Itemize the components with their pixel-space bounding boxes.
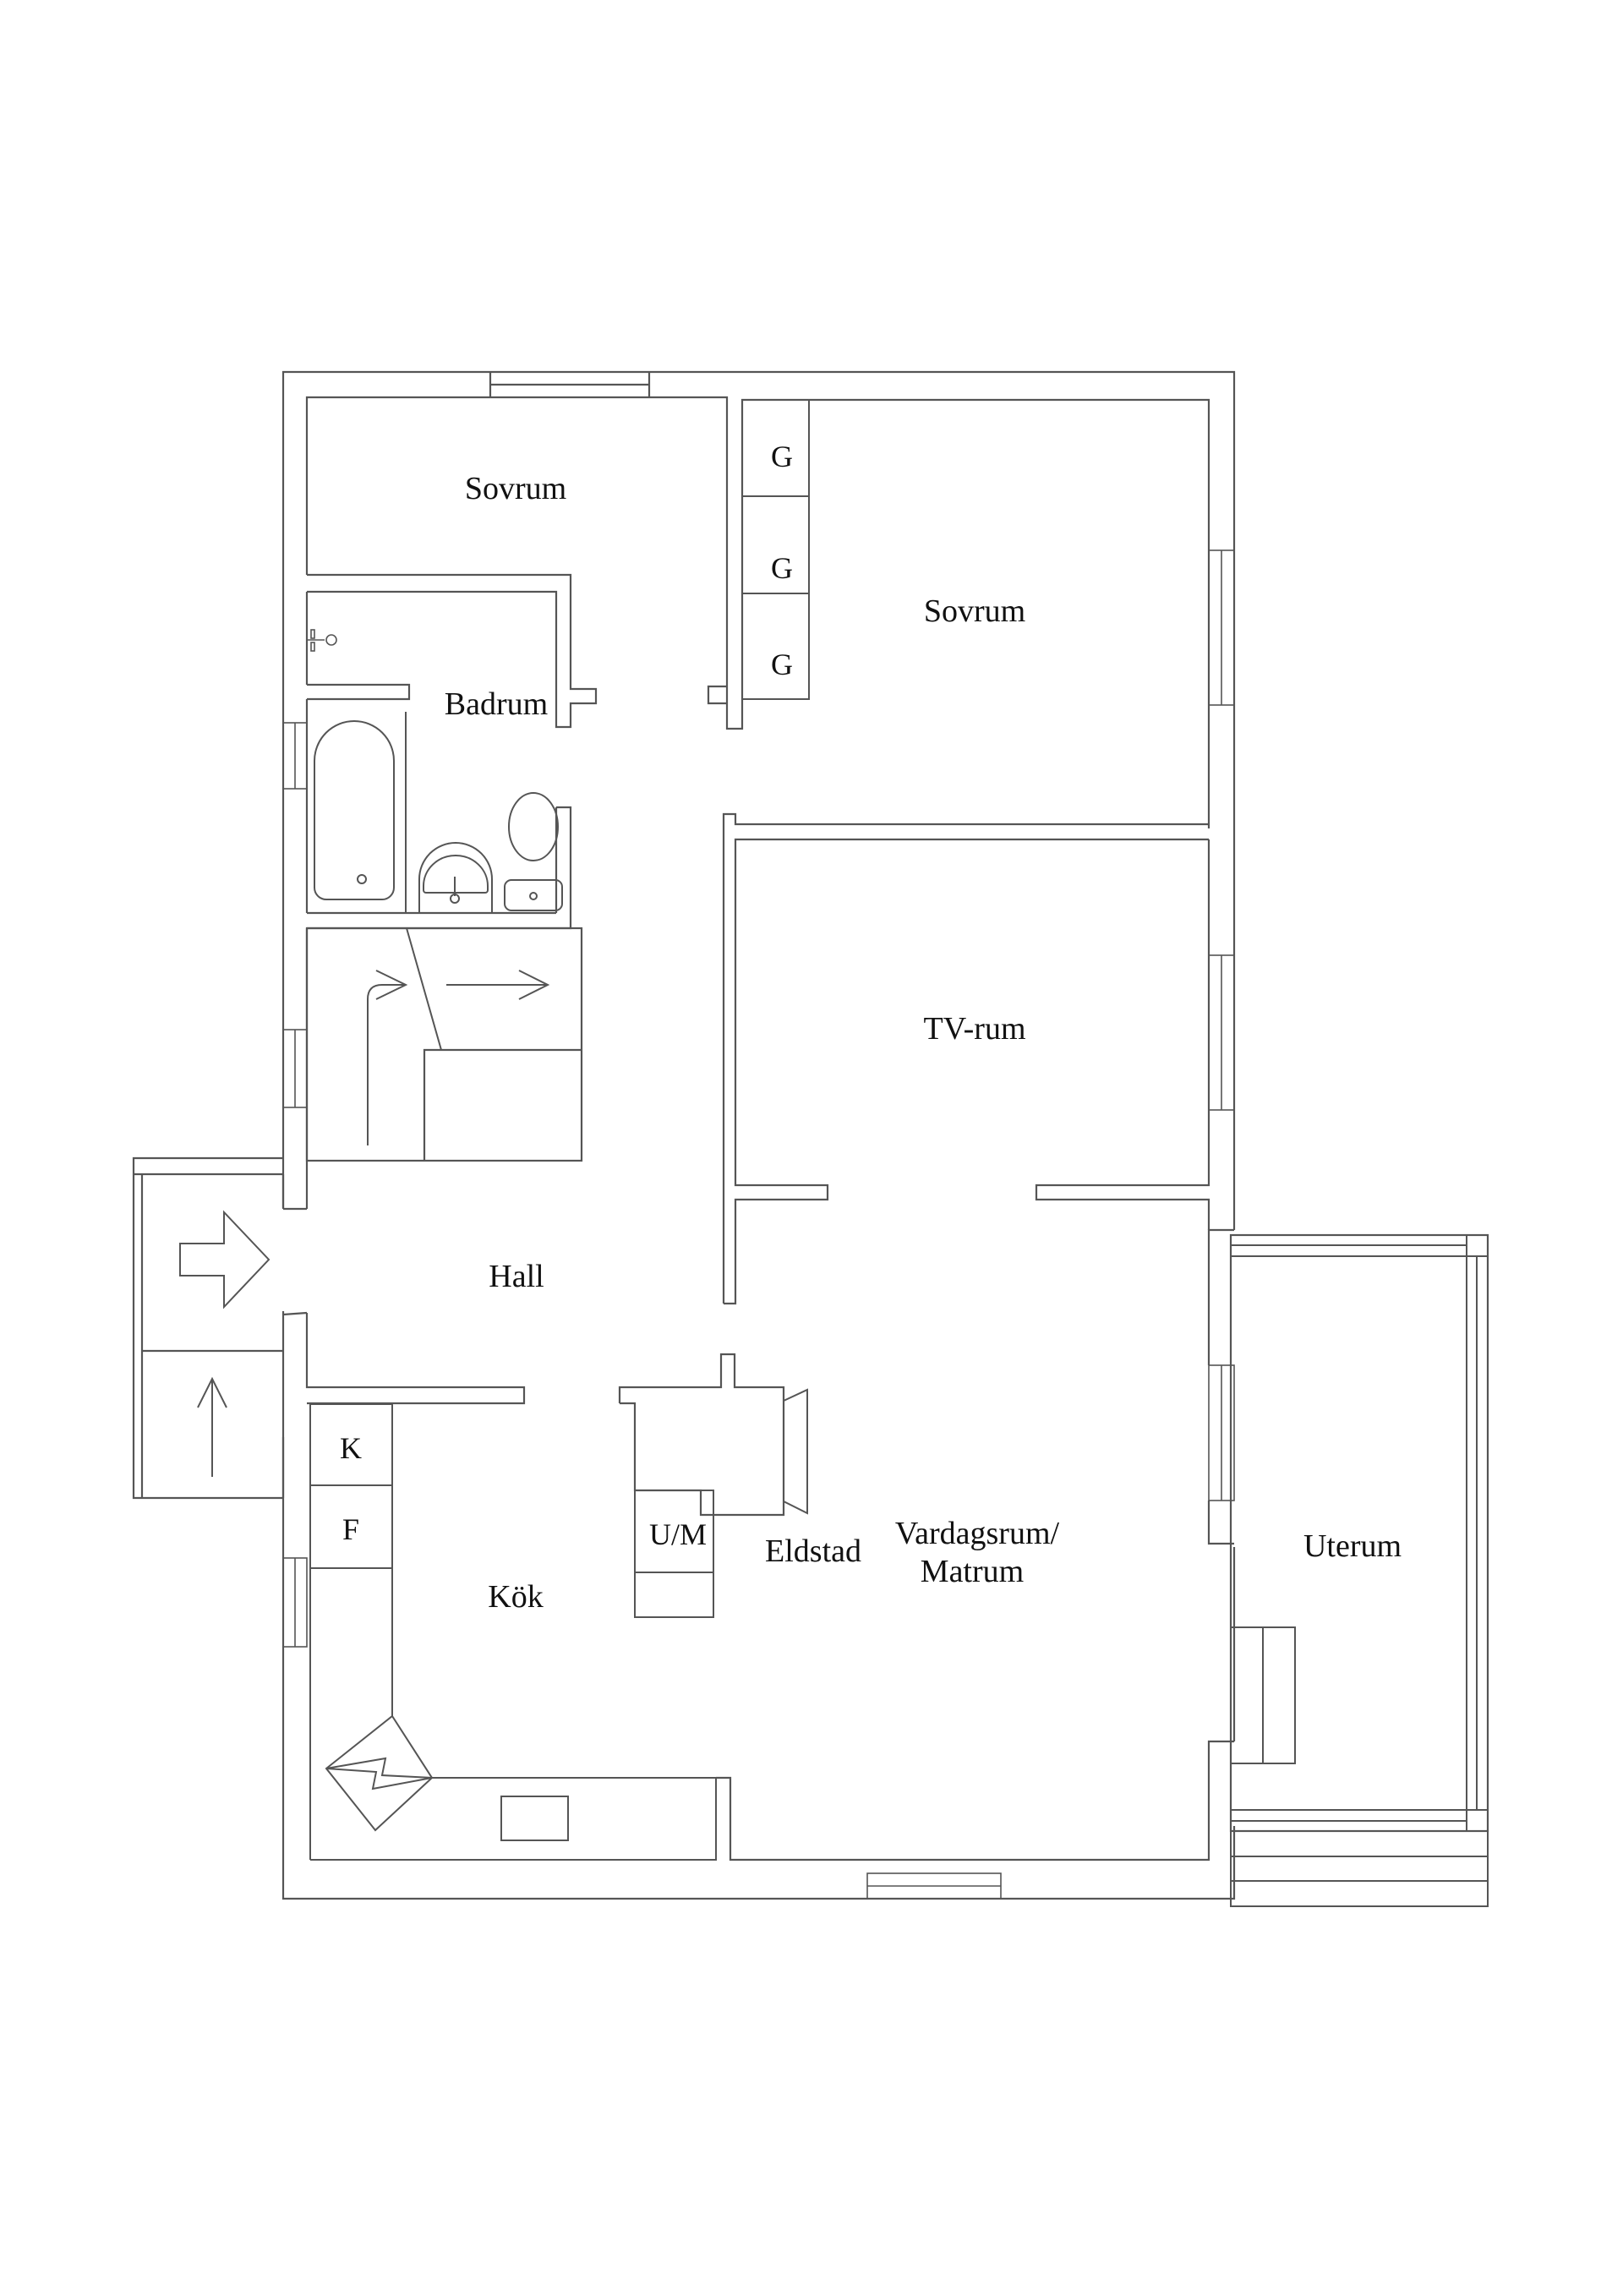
room-label-tv-rum: TV-rum [923,1011,1026,1047]
sink-icon [418,842,493,913]
room-label-sovrum-1: Sovrum [464,471,567,506]
fridge-label: K [340,1431,362,1465]
windows [282,549,1235,1900]
entrance-porch [132,1156,285,1500]
room-label-badrum: Badrum [444,686,549,722]
wardrobe-label-2: G [771,551,793,585]
bathtub-icon [314,712,407,913]
exterior-walls [281,370,1236,1900]
stair-arrow-icon [367,970,550,1145]
shower-icon [308,629,337,652]
interior-walls [281,399,1236,1861]
stove-icon [325,1714,434,1832]
wardrobe-label-3: G [771,648,793,681]
uterum-structure [1229,1233,1489,1907]
oven-micro-label: U/M [648,1517,708,1551]
freezer-label: F [342,1512,360,1546]
arrow-up-icon [197,1376,227,1477]
toilet-icon [504,792,563,911]
room-label-vardagsrum: Vardagsrum/ [894,1516,1060,1551]
room-label-matrum: Matrum [920,1554,1025,1589]
room-label-hall: Hall [489,1259,544,1294]
room-label-uterum: Uterum [1303,1528,1402,1564]
room-label-kok: Kök [488,1579,544,1615]
fireplace-icon [783,1388,808,1515]
arrow-right-icon [179,1210,270,1309]
fireplace-label: Eldstad [765,1533,861,1569]
room-label-sovrum-2: Sovrum [923,593,1026,629]
wardrobe-label-1: G [771,440,793,473]
